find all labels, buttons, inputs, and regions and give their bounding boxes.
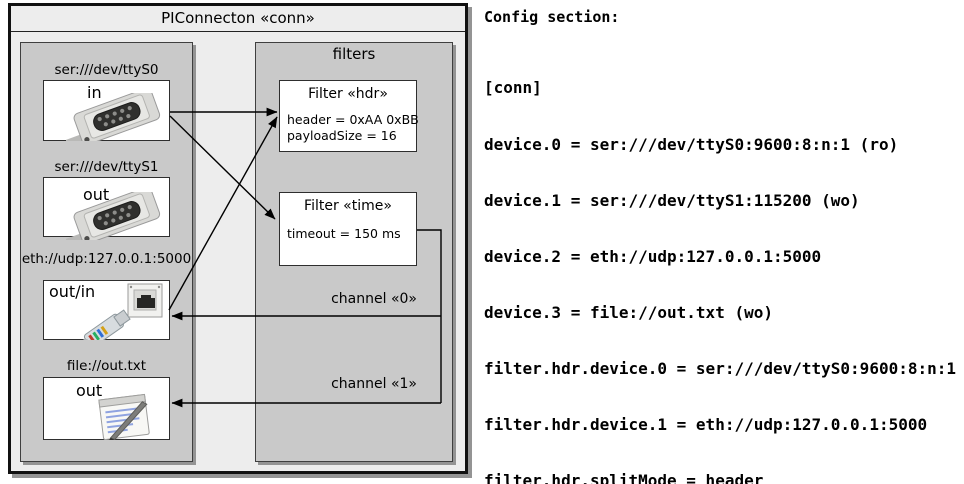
notepad-icon (98, 393, 150, 440)
config-line: device.2 = eth://udp:127.0.0.1:5000 (484, 246, 822, 266)
device-box-ttys1: out (43, 177, 170, 240)
device-direction-label: out (76, 381, 103, 400)
device-label-ttys0: ser:///dev/ttyS0 (54, 62, 159, 78)
filter-param: timeout = 150 ms (287, 226, 401, 241)
device-box-ttys0: in (43, 80, 170, 141)
config-line: filter.hdr.splitMode = header (484, 471, 764, 484)
serial-connector-icon (66, 192, 161, 240)
config-line: device.3 = file://out.txt (wo) (484, 302, 773, 322)
channel-1-label: channel «1» (331, 376, 417, 392)
config-line: filter.hdr.device.0 = ser:///dev/ttyS0:9… (484, 358, 957, 378)
filter-hdr-title: Filter «hdr» (308, 86, 388, 102)
filter-time-title: Filter «time» (304, 198, 392, 214)
filter-hdr-params: header = 0xAA 0xBB payloadSize = 16 (287, 112, 419, 143)
serial-connector-icon (66, 93, 161, 141)
device-direction-label: in (87, 83, 102, 102)
device-direction-label: out/in (49, 282, 96, 301)
config-line: device.0 = ser:///dev/ttyS0:9600:8:n:1 (… (484, 134, 899, 154)
device-label-file: file://out.txt (66, 358, 147, 374)
ethernet-connector-icon (70, 283, 163, 340)
filter-box-hdr (279, 80, 417, 152)
config-line: filter.hdr.device.1 = eth://udp:127.0.0.… (484, 414, 928, 434)
filter-box-time (279, 192, 417, 266)
filter-param: payloadSize = 16 (287, 127, 397, 143)
filter-param: header = 0xAA 0xBB (287, 112, 419, 127)
channel-0-label: channel «0» (331, 291, 417, 307)
config-line: [conn] (484, 78, 542, 98)
device-label-eth: eth://udp:127.0.0.1:5000 (21, 251, 192, 267)
device-label-ttys1: ser:///dev/ttyS1 (54, 159, 159, 175)
filters-panel-title: filters (332, 45, 376, 63)
config-line: device.1 = ser:///dev/ttyS1:115200 (wo) (484, 190, 860, 210)
device-box-file: out (43, 377, 170, 440)
piconnection-title: PIConnecton «conn» (11, 6, 465, 32)
filter-time-params: timeout = 150 ms (287, 226, 401, 242)
config-section: [conn] device.0 = ser:///dev/ttyS0:9600:… (484, 42, 964, 484)
device-direction-label: out (83, 185, 110, 204)
config-heading: Config section: (484, 8, 620, 26)
device-box-eth: out/in (43, 280, 170, 340)
